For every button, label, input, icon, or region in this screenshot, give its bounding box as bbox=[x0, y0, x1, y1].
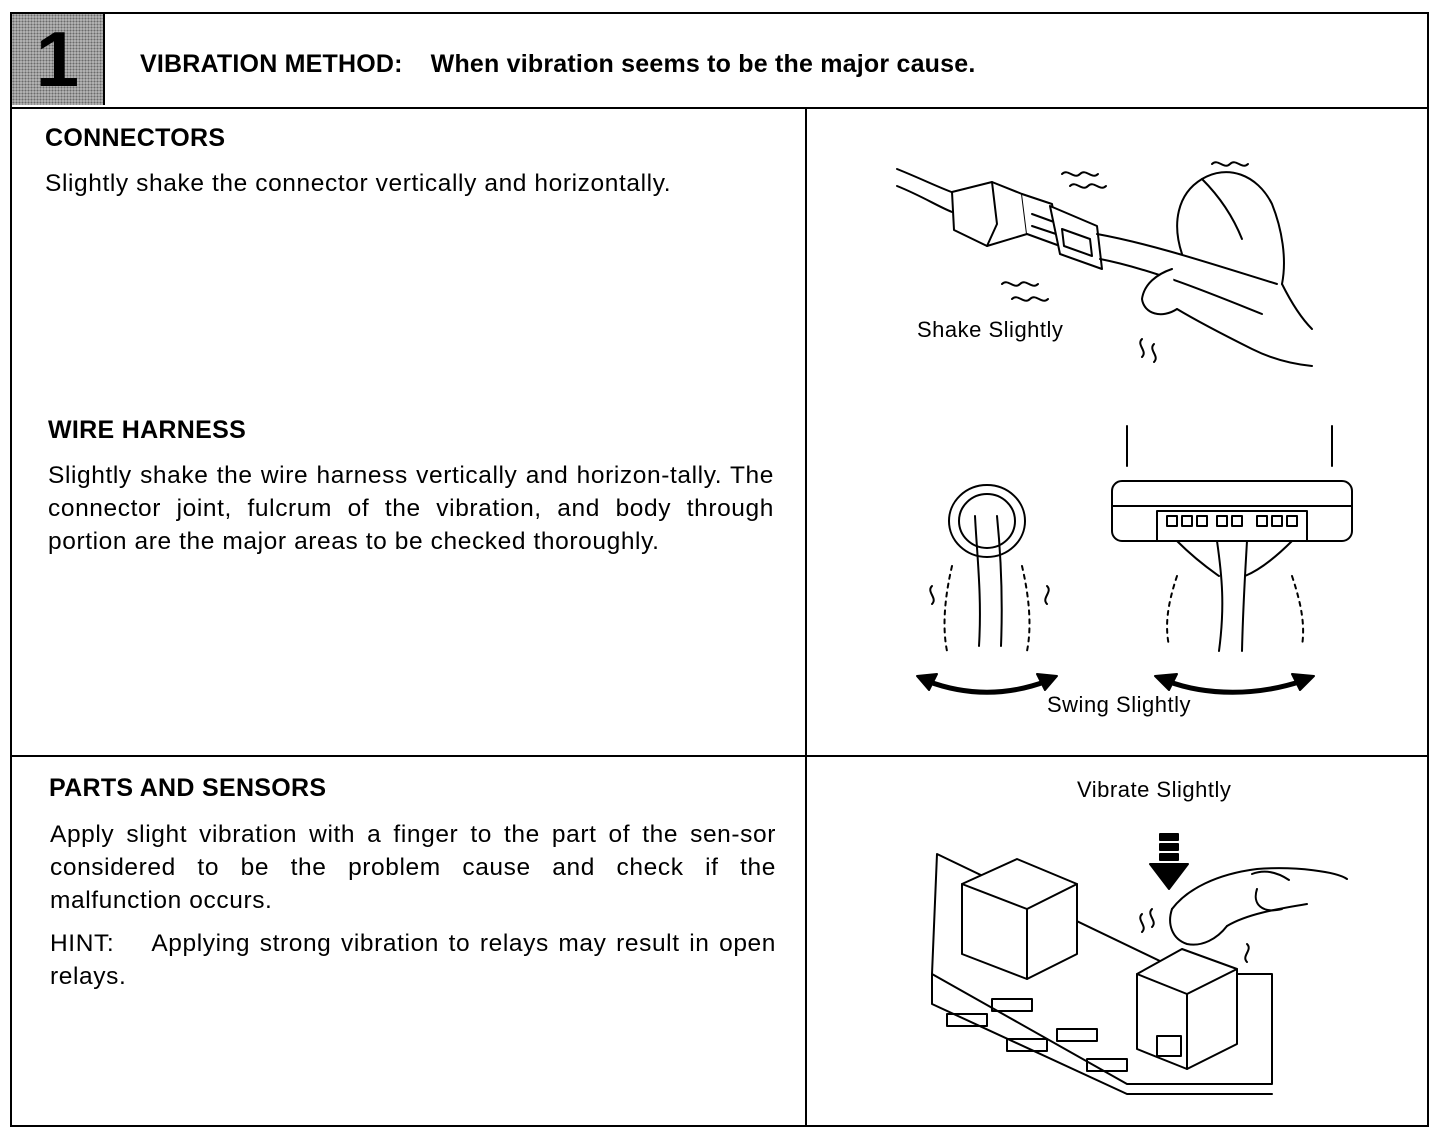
relay-vibrate-illustration bbox=[917, 814, 1357, 1104]
connector-shake-illustration bbox=[882, 134, 1342, 374]
column-divider bbox=[805, 107, 807, 1127]
shake-slightly-label: Shake Slightly bbox=[917, 317, 1064, 342]
harness-grommet-illustration bbox=[907, 476, 1077, 706]
parts-sensors-hint: HINT: Applying strong vibration to relay… bbox=[50, 927, 776, 993]
procedure-table: 1 VIBRATION METHOD: When vibration seems … bbox=[10, 12, 1429, 1127]
row-divider bbox=[12, 755, 1427, 757]
parts-sensors-body: Apply slight vibration with a finger to … bbox=[50, 821, 776, 914]
parts-sensors-title: PARTS AND SENSORS bbox=[49, 774, 327, 802]
connectors-title: CONNECTORS bbox=[45, 124, 226, 152]
wire-harness-body: Slightly shake the wire harness vertical… bbox=[48, 462, 774, 555]
method-description: When vibration seems to be the major cau… bbox=[430, 50, 976, 78]
wire-harness-title: WIRE HARNESS bbox=[48, 416, 247, 444]
connectors-body: Slightly shake the connector vertically … bbox=[45, 170, 672, 197]
step-number: 1 bbox=[35, 15, 80, 103]
hint-text: Applying strong vibration to relays may … bbox=[50, 930, 776, 990]
hint-label: HINT: bbox=[50, 930, 115, 957]
method-label: VIBRATION METHOD: bbox=[140, 50, 403, 78]
step-number-box: 1 bbox=[12, 14, 105, 105]
swing-slightly-label: Swing Slightly bbox=[1047, 692, 1191, 717]
vibrate-slightly-label: Vibrate Slightly bbox=[1077, 777, 1232, 802]
harness-ecu-illustration bbox=[1107, 426, 1357, 696]
table-header: 1 VIBRATION METHOD: When vibration seems … bbox=[12, 14, 1427, 109]
header-title: VIBRATION METHOD: When vibration seems to… bbox=[140, 14, 976, 107]
